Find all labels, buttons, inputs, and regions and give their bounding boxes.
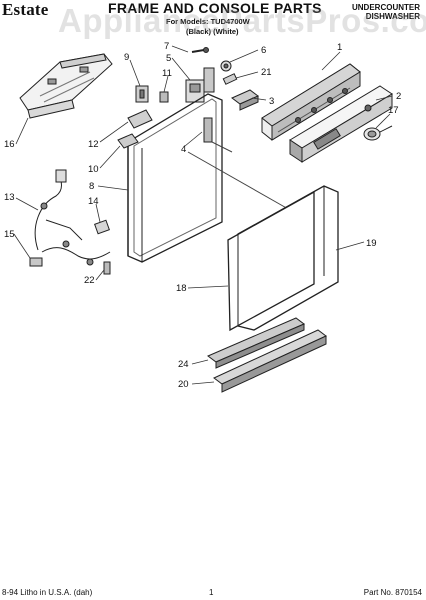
part-3-switch: [231, 89, 259, 111]
callout-3: 3: [269, 96, 274, 107]
part-18-inner-door-panel: [227, 190, 315, 332]
part-22-clip: [103, 261, 111, 275]
callout-24: 24: [178, 359, 189, 370]
callout-2: 2: [396, 91, 401, 102]
callout-7: 7: [164, 41, 169, 52]
leader-lines: [13, 45, 393, 385]
part-4-door-liner: [187, 117, 291, 211]
callout-5: 5: [166, 53, 171, 64]
print-info: 8-94 Litho in U.S.A. (dah): [2, 588, 93, 597]
part-16-bracket: [19, 53, 113, 119]
callout-18: 18: [176, 283, 187, 294]
part-24-trim-strip: [207, 317, 305, 369]
callout-10: 10: [88, 164, 99, 175]
part-12-hinge: [127, 109, 153, 129]
callout-21: 21: [261, 67, 272, 78]
product-type: UNDERCOUNTER DISHWASHER: [352, 3, 420, 21]
model-colors: (Black) (White): [186, 27, 239, 36]
callout-12: 12: [88, 139, 99, 150]
part-17-knob: [363, 125, 393, 141]
callout-6: 6: [261, 45, 266, 56]
callout-11: 11: [162, 68, 172, 79]
part-21-bracket: [222, 73, 238, 85]
watermark: AppliancePartsPros.com: [58, 2, 426, 39]
part-7-screw: [191, 47, 209, 53]
callout-9: 9: [124, 52, 129, 63]
callout-8: 8: [89, 181, 94, 192]
callout-13: 13: [4, 192, 15, 203]
part-9-hinge-bracket: [135, 85, 149, 103]
part-2-control-panel: [289, 85, 393, 163]
callout-15: 15: [4, 229, 15, 240]
callout-1: 1: [337, 42, 342, 53]
callout-22: 22: [84, 275, 95, 286]
page-number: 1: [209, 588, 214, 597]
part-8-door-frame: [127, 93, 223, 263]
product-type-line-2: DISHWASHER: [365, 12, 420, 21]
part-13-wire-harness: [34, 169, 111, 266]
document-part-number: Part No. 870154: [363, 588, 422, 597]
brand-logo: Estate: [2, 0, 49, 19]
part-15-connector: [29, 257, 43, 267]
model-number: For Models: TUD4700W: [166, 17, 250, 26]
page-title: FRAME AND CONSOLE PARTS: [108, 0, 322, 16]
part-6-latch: [220, 60, 232, 72]
callout-19: 19: [366, 238, 377, 249]
part-1-console: [261, 63, 361, 141]
callout-16: 16: [4, 139, 15, 150]
part-20-bottom-trim: [213, 329, 327, 393]
part-11-clip: [159, 91, 169, 103]
callout-4: 4: [181, 144, 186, 155]
part-14-switch: [94, 219, 110, 235]
callout-14: 14: [88, 196, 99, 207]
part-5-latch-assembly: [185, 67, 215, 103]
callout-20: 20: [178, 379, 189, 390]
part-callouts: 1 2 3 4 5 6 7 8 9 10 11 12 13 14 15 16 1…: [4, 41, 401, 390]
part-10-hinge-arm: [117, 133, 139, 149]
callout-17: 17: [388, 105, 399, 116]
product-type-line-1: UNDERCOUNTER: [352, 3, 420, 12]
